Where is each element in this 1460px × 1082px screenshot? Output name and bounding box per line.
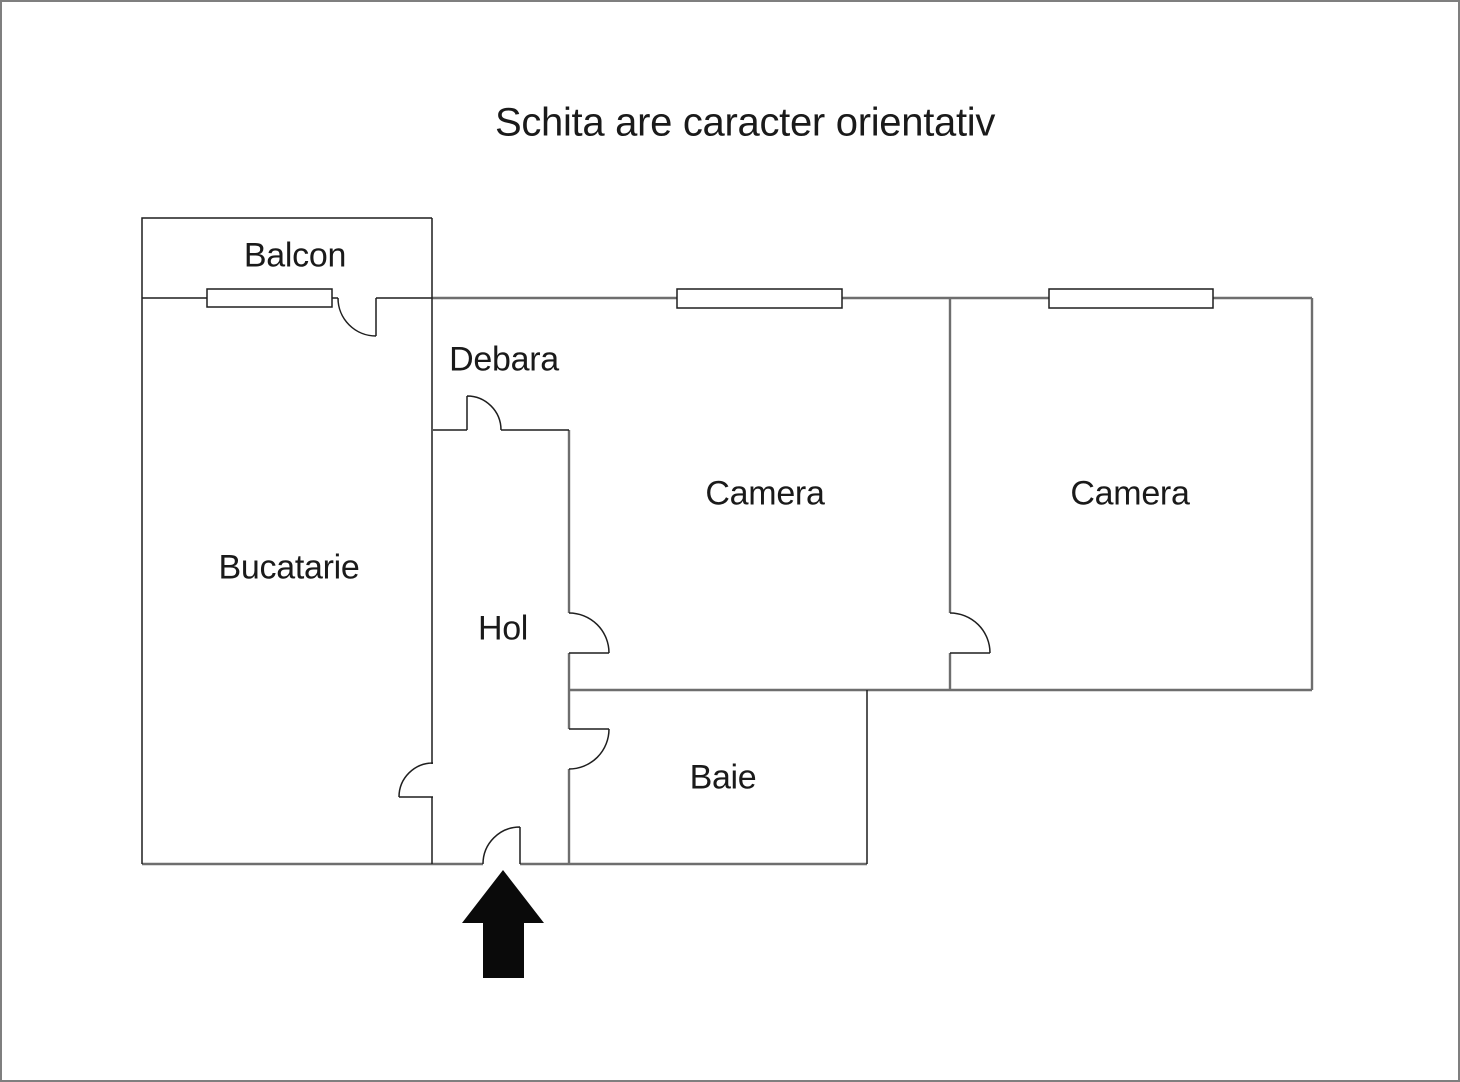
entrance-arrow-icon [462, 870, 544, 978]
room-label-camera-1: Camera [705, 474, 825, 513]
doors [337, 297, 991, 865]
room-label-camera-2: Camera [1070, 474, 1190, 513]
windows [206, 288, 1214, 309]
thin-walls [141, 217, 868, 864]
thin-wall-lines [141, 217, 868, 864]
door-bucatarie [398, 762, 434, 798]
door-camera-2 [949, 612, 991, 654]
room-label-debara: Debara [449, 340, 559, 379]
room-label-balcon: Balcon [243, 236, 347, 275]
window-camera-1 [676, 288, 843, 309]
window-balcon [206, 288, 333, 308]
wall-lines [142, 296, 1314, 866]
door-debara [466, 395, 502, 431]
room-label-baie: Baie [689, 758, 757, 797]
door-entrance [482, 826, 521, 865]
walls [142, 296, 1314, 866]
door-baie [568, 728, 610, 770]
room-label-hol: Hol [477, 609, 529, 648]
door-balcon [337, 297, 377, 337]
room-label-bucatarie: Bucatarie [218, 548, 360, 587]
window-camera-2 [1048, 288, 1214, 309]
plan-title: Schita are caracter orientativ [494, 100, 996, 145]
door-camera-1 [568, 612, 610, 654]
